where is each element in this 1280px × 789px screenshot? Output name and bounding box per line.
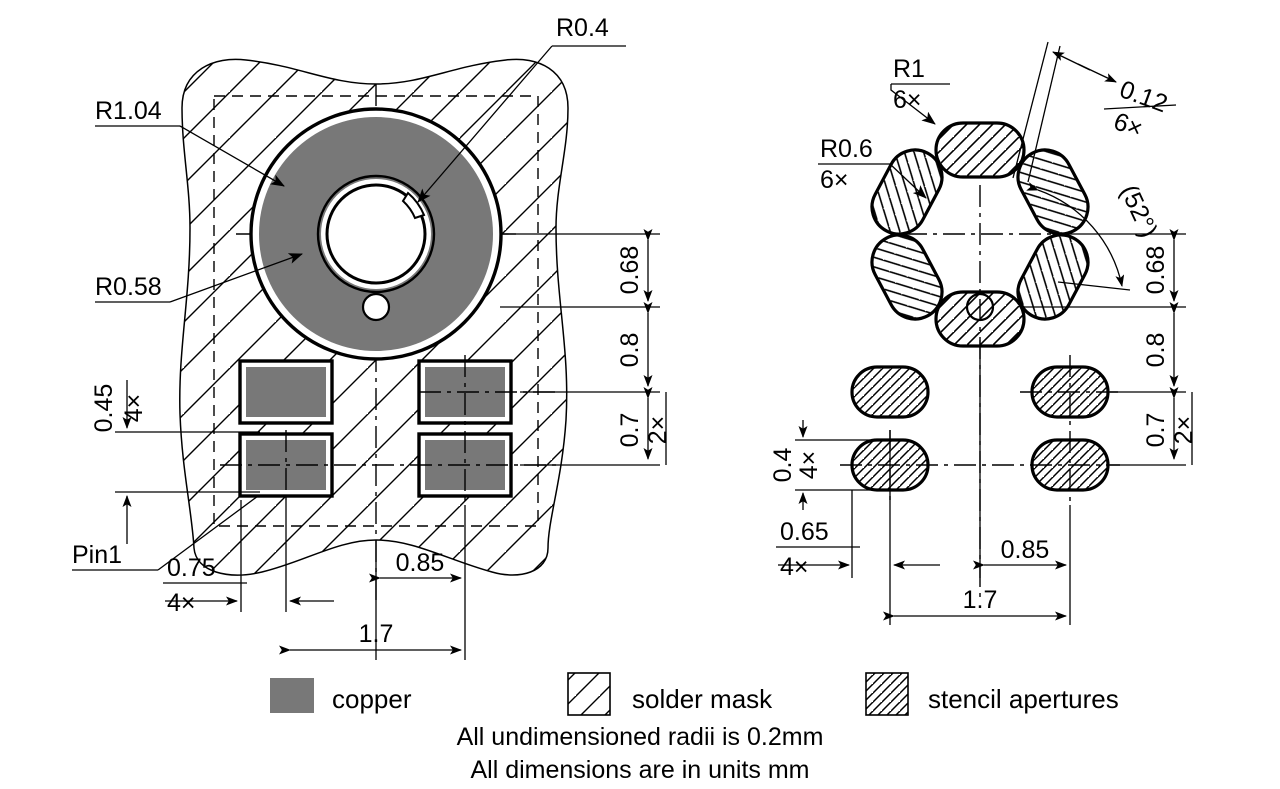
copper-pads-group xyxy=(220,355,560,505)
label-r1-qty: 6× xyxy=(893,86,922,114)
aperture-pad-top-left xyxy=(850,365,930,419)
label-r0-58: R0.58 xyxy=(95,273,162,301)
callout-r1: R1 6× xyxy=(890,55,950,125)
dim-right-0-65: 0.65 xyxy=(780,518,829,546)
dim-right-0-65-qty: 4× xyxy=(780,553,809,581)
dim-1-7: 1.7 xyxy=(359,620,394,648)
label-r0-6-qty: 6× xyxy=(820,166,849,194)
dim-right-1-7: 1.7 xyxy=(963,586,998,614)
legend-swatch-solder-mask xyxy=(567,672,611,716)
callout-r0-6: R0.6 6× xyxy=(818,135,927,199)
via-circle xyxy=(361,292,391,322)
dim-right-0-7-qty: 2× xyxy=(1170,416,1198,445)
center-copper-ring xyxy=(249,107,503,361)
dim-0-75: 0.75 xyxy=(167,554,216,582)
legend-label-solder-mask: solder mask xyxy=(632,684,773,714)
right-bottom-dimensions: 0.65 4× 0.85 1.7 xyxy=(776,340,1071,625)
notes-group: All undimensioned radii is 0.2mm All dim… xyxy=(457,723,824,784)
dim-right-0-68: 0.68 xyxy=(1142,246,1170,295)
dim-right-0-85: 0.85 xyxy=(1001,536,1050,564)
label-0-12-qty: 6× xyxy=(1110,107,1146,143)
dim-left-0-8: 0.8 xyxy=(616,333,644,368)
left-vertical-dimensions: 0.68 0.8 0.7 2× xyxy=(500,229,672,466)
stencil-lower-apertures xyxy=(840,355,1120,505)
label-52-deg: (52°) xyxy=(1115,181,1163,242)
legend-swatch-stencil xyxy=(865,672,909,716)
aperture-ring-upper-left xyxy=(870,148,944,236)
label-r1: R1 xyxy=(893,55,925,83)
right-vertical-dimensions: 0.68 0.8 0.7 2× xyxy=(1020,229,1198,466)
dim-0-75-qty: 4× xyxy=(167,589,196,617)
callout-pin1: Pin1 xyxy=(72,495,259,571)
legend-group: copper solder mask stencil apertures xyxy=(270,672,1119,716)
right-0-4-dimension: 0.4 4× xyxy=(769,420,870,510)
note-units: All dimensions are in units mm xyxy=(470,756,809,784)
dim-right-0-4: 0.4 xyxy=(769,448,797,483)
dim-right-0-7: 0.7 xyxy=(1142,413,1170,448)
callout-r1-04: R1.04 xyxy=(95,97,285,187)
dim-right-0-4-qty: 4× xyxy=(795,451,823,480)
dim-left-0-68: 0.68 xyxy=(616,246,644,295)
aperture-ring-top xyxy=(934,121,1026,179)
label-pin1: Pin1 xyxy=(72,541,122,569)
callout-r0-4: R0.4 xyxy=(417,14,626,203)
copper-pad-top-left xyxy=(238,359,334,425)
legend-label-copper: copper xyxy=(332,684,412,714)
right-view-group: 0.68 0.8 0.7 2× 0.4 4× 0.65 4× xyxy=(769,41,1198,625)
note-radii: All undimensioned radii is 0.2mm xyxy=(457,723,824,751)
label-r1-04: R1.04 xyxy=(95,97,162,125)
dim-left-0-7-qty: 2× xyxy=(644,416,672,445)
legend-label-stencil: stencil apertures xyxy=(928,684,1119,714)
left-0-45-dimension: 0.45 4× xyxy=(90,380,260,544)
label-r0-4: R0.4 xyxy=(556,14,609,42)
dim-0-45: 0.45 xyxy=(90,384,118,433)
label-r0-6: R0.6 xyxy=(820,135,873,163)
left-view-group: 0.68 0.8 0.7 2× 0.45 4× R1.04 R0.58 xyxy=(72,14,672,660)
dim-left-0-7: 0.7 xyxy=(616,413,644,448)
callout-r0-58: R0.58 xyxy=(95,253,303,303)
dim-0-85: 0.85 xyxy=(396,549,445,577)
left-bottom-dimensions: 0.75 4× 0.85 1.7 xyxy=(163,500,466,660)
dim-0-45-qty: 4× xyxy=(120,394,148,423)
legend-swatch-copper xyxy=(270,678,314,713)
dim-right-0-8: 0.8 xyxy=(1142,333,1170,368)
aperture-ring-lower-left xyxy=(870,233,944,321)
